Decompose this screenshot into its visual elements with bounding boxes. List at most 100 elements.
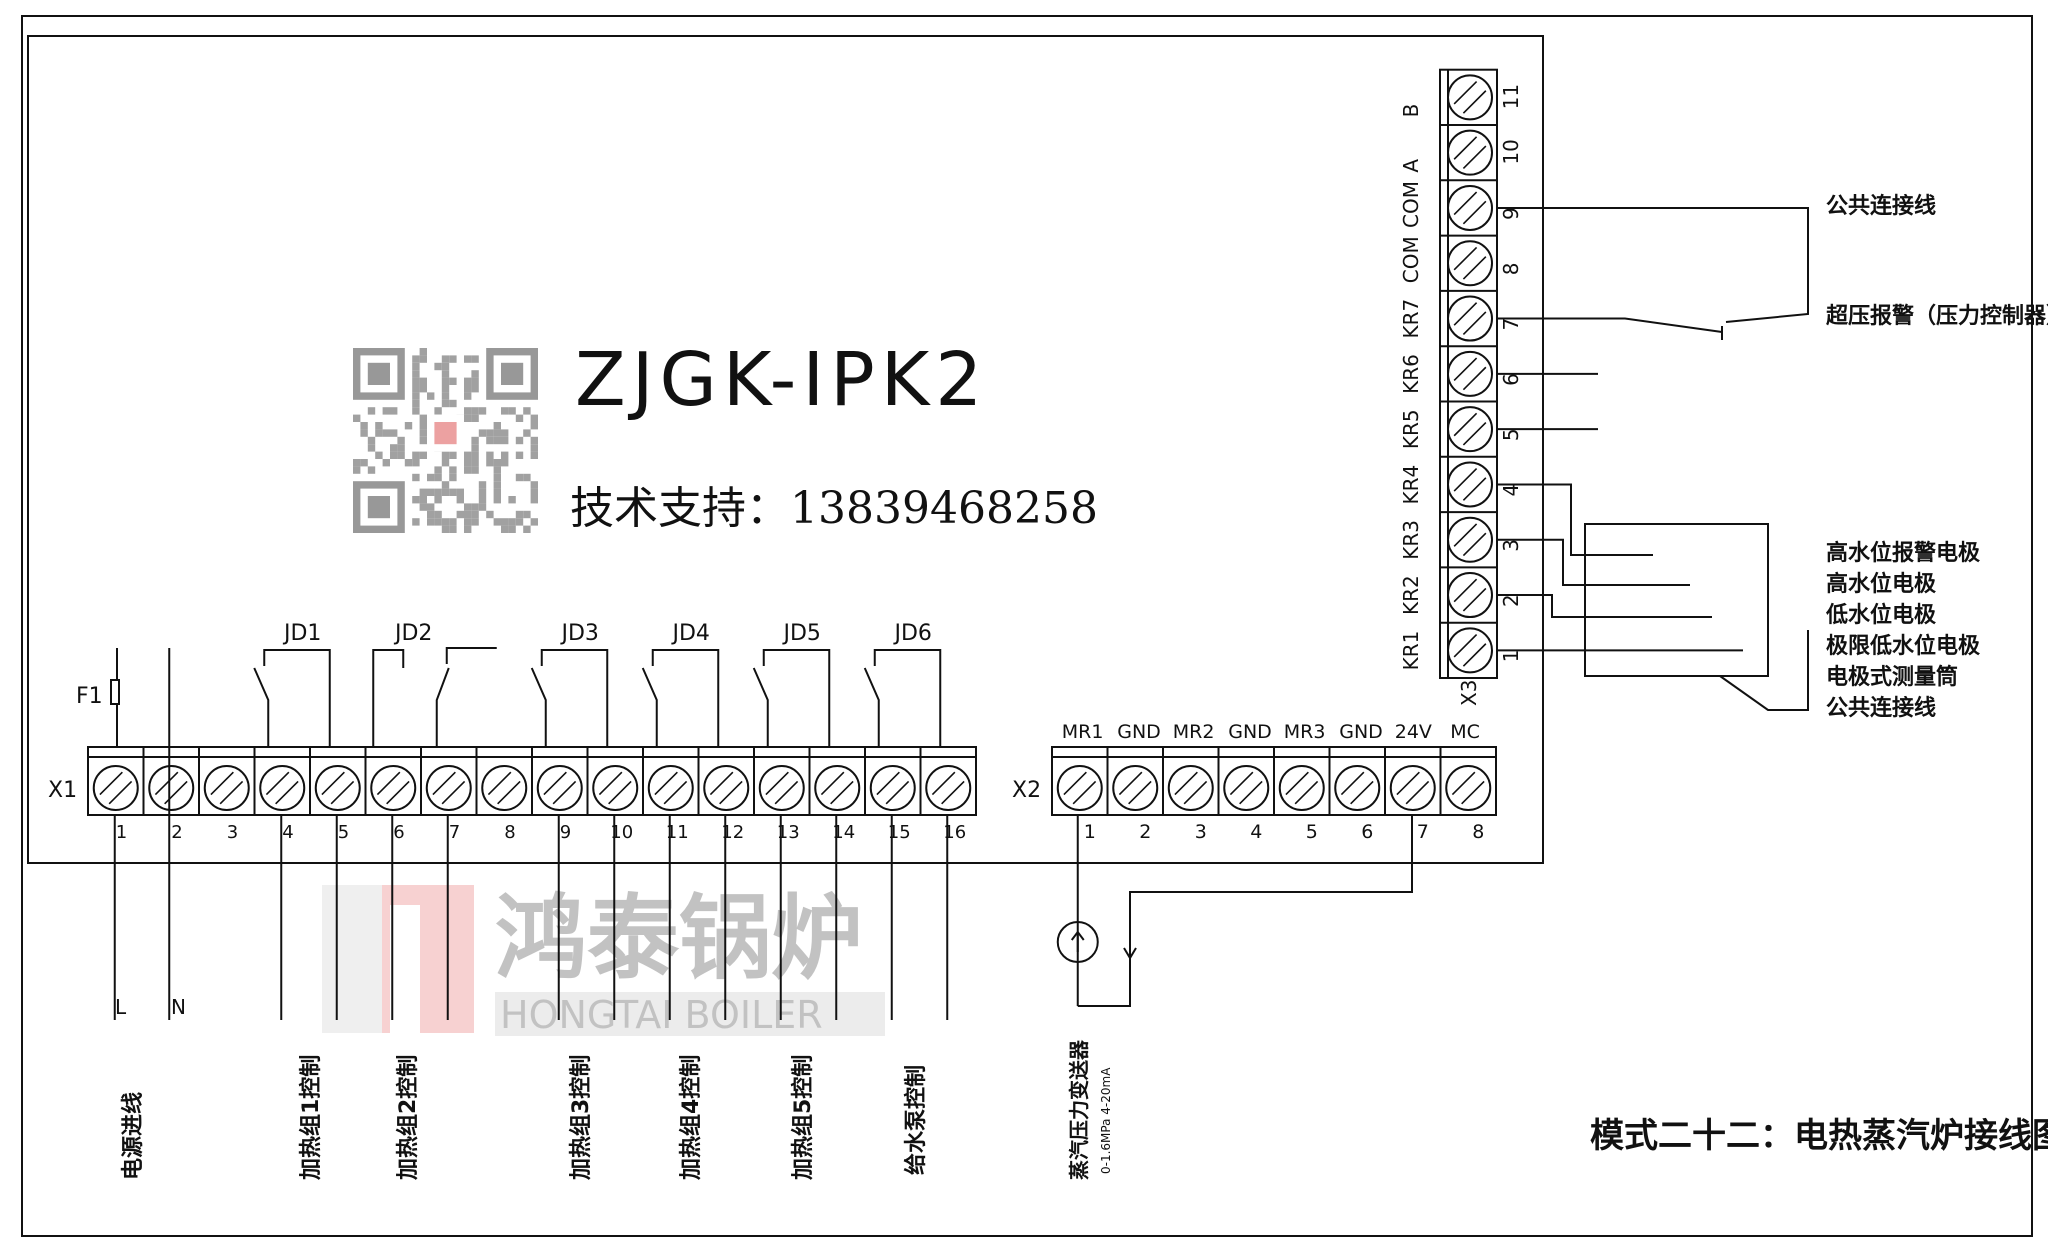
x2-terminal-number: 3 — [1195, 821, 1207, 843]
qr-module — [508, 496, 516, 504]
screw-terminal — [203, 765, 250, 811]
qr-module — [493, 496, 501, 504]
qr-module — [412, 407, 420, 415]
qr-module — [478, 429, 487, 437]
qr-module — [427, 518, 435, 526]
qr-module — [471, 355, 479, 363]
screw-slot — [376, 771, 401, 796]
x3-terminal-number: 3 — [1499, 539, 1523, 552]
qr-module — [456, 488, 464, 496]
watermark: 鸿泰锅炉 HONGTAI BOILER — [322, 885, 885, 1037]
qr-module — [501, 459, 509, 467]
qr-module — [471, 407, 479, 415]
qr-module — [449, 399, 457, 408]
qr-module — [390, 407, 398, 415]
qr-module — [419, 429, 427, 437]
screw-slot — [1453, 578, 1478, 603]
qr-module — [471, 518, 479, 526]
qr-finder — [501, 362, 524, 385]
qr-module — [390, 444, 398, 452]
screw-slot — [497, 780, 521, 805]
qr-module — [419, 422, 427, 430]
relay-contact — [752, 667, 769, 747]
qr-module — [449, 518, 457, 526]
screw-slot — [1453, 80, 1478, 105]
qr-module — [523, 473, 531, 482]
x1-terminal-number: 16 — [943, 822, 966, 843]
x3-pin-label: COM — [1399, 181, 1423, 228]
qr-module — [464, 525, 472, 533]
screw-slot — [543, 771, 567, 796]
qr-code — [353, 348, 538, 533]
qr-module — [441, 488, 450, 496]
relay-label: JD6 — [893, 621, 932, 646]
qr-module — [412, 392, 420, 400]
relay-label: JD4 — [671, 621, 710, 646]
qr-module — [464, 459, 472, 467]
qr-module — [530, 488, 538, 496]
x1-terminal-number: 4 — [282, 822, 293, 843]
screw-slot — [1462, 256, 1487, 280]
screw-slot — [830, 780, 854, 805]
x3-annotation: 低水位电极 — [1825, 602, 1937, 628]
common-wire — [1497, 206, 1809, 323]
relay-contact — [263, 649, 331, 747]
x3-terminal-number: 5 — [1499, 428, 1523, 441]
screw-slot — [1118, 771, 1143, 796]
qr-module — [449, 466, 457, 474]
x1-terminal-number: 5 — [338, 822, 349, 843]
qr-module — [508, 407, 516, 415]
x3-annotation: 公共连接线 — [1826, 695, 1936, 721]
qr-module — [449, 355, 457, 363]
qr-module — [375, 422, 383, 430]
qr-module — [523, 510, 531, 519]
x3-label: X3 — [1457, 680, 1481, 706]
qr-module — [508, 518, 516, 526]
qr-module — [404, 422, 413, 430]
qr-module — [419, 503, 427, 511]
x2-terminal-number: 1 — [1084, 821, 1096, 843]
qr-module — [471, 503, 479, 511]
qr-module — [493, 518, 501, 526]
screw-slot — [1462, 311, 1487, 335]
x2-pin-label: GND — [1228, 721, 1272, 743]
qr-module — [456, 510, 464, 519]
relay-label: JD1 — [282, 621, 321, 646]
relay-contact — [445, 647, 497, 664]
screw-terminal — [647, 765, 694, 811]
relay-jd4: JD4 — [641, 621, 720, 747]
qr-module — [471, 370, 479, 378]
qr-module — [419, 355, 427, 363]
screw-slot — [931, 771, 956, 796]
x1-terminal-number: 8 — [504, 822, 515, 843]
screw-slot — [719, 780, 743, 805]
screw-slot — [1453, 136, 1478, 160]
x3-pin-label: KR6 — [1399, 354, 1423, 394]
screw-slot — [608, 780, 632, 805]
qr-module — [419, 348, 427, 356]
screw-slot — [1453, 246, 1478, 271]
screw-slot — [219, 780, 244, 805]
relay-contact — [253, 667, 270, 747]
screw-terminal — [1447, 572, 1493, 619]
relay-jd5: JD5 — [752, 621, 831, 747]
screw-slot — [1462, 421, 1487, 446]
qr-module — [464, 407, 472, 415]
x2-pin-label: 24V — [1395, 721, 1432, 743]
transmitter-arrow — [1070, 930, 1085, 941]
qr-module — [441, 459, 450, 467]
x2-pin-label: MR2 — [1173, 721, 1215, 743]
relay-contact — [762, 649, 831, 747]
qr-module — [412, 370, 420, 378]
screw-slot — [1462, 587, 1487, 612]
qr-module — [419, 414, 427, 422]
support-line: 技术支持：13839468258 — [570, 483, 1098, 534]
relay-contact — [530, 667, 547, 747]
screw-slot — [99, 771, 123, 796]
qr-module — [404, 459, 413, 467]
qr-module — [493, 488, 501, 496]
screw-slot — [552, 780, 577, 805]
relay-contact — [540, 649, 609, 747]
qr-module — [523, 429, 531, 437]
